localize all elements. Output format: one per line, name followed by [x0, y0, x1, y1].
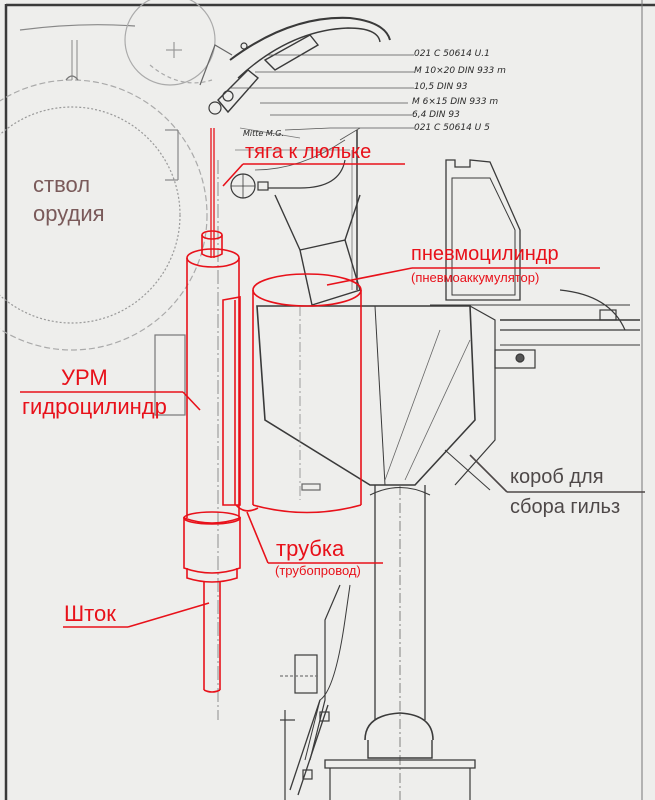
tube-label: трубка — [276, 536, 345, 561]
pneumo-cylinder-label: пневмоцилиндр — [411, 243, 559, 265]
rod-label: Шток — [64, 601, 116, 626]
part-callout: M 10×20 DIN 933 m — [414, 66, 506, 76]
part-callout: 021 C 50614 U.1 — [414, 49, 490, 59]
casing-box-label-line2: сбора гильз — [510, 496, 621, 518]
barrel-label-line2: орудия — [33, 201, 105, 226]
cradle-rod-label: тяга к люльке — [245, 141, 372, 163]
barrel-label-line1: ствол — [33, 172, 91, 197]
drawing-note: Mitte M.G. — [243, 129, 285, 138]
urm-label: УРМ — [61, 365, 108, 390]
part-callout: 10,5 DIN 93 — [414, 82, 468, 92]
casing-box-label-line1: короб для — [510, 466, 604, 488]
tube-sublabel: (трубопровод) — [275, 563, 361, 578]
hydro-cylinder-label: гидроцилиндр — [22, 394, 167, 419]
part-callout: M 6×15 DIN 933 m — [412, 97, 499, 107]
pneumo-cylinder-sublabel: (пневмоаккумулятор) — [411, 270, 540, 285]
part-callout: 6,4 DIN 93 — [412, 110, 460, 120]
part-callout: 021 C 50614 U 5 — [414, 123, 490, 133]
